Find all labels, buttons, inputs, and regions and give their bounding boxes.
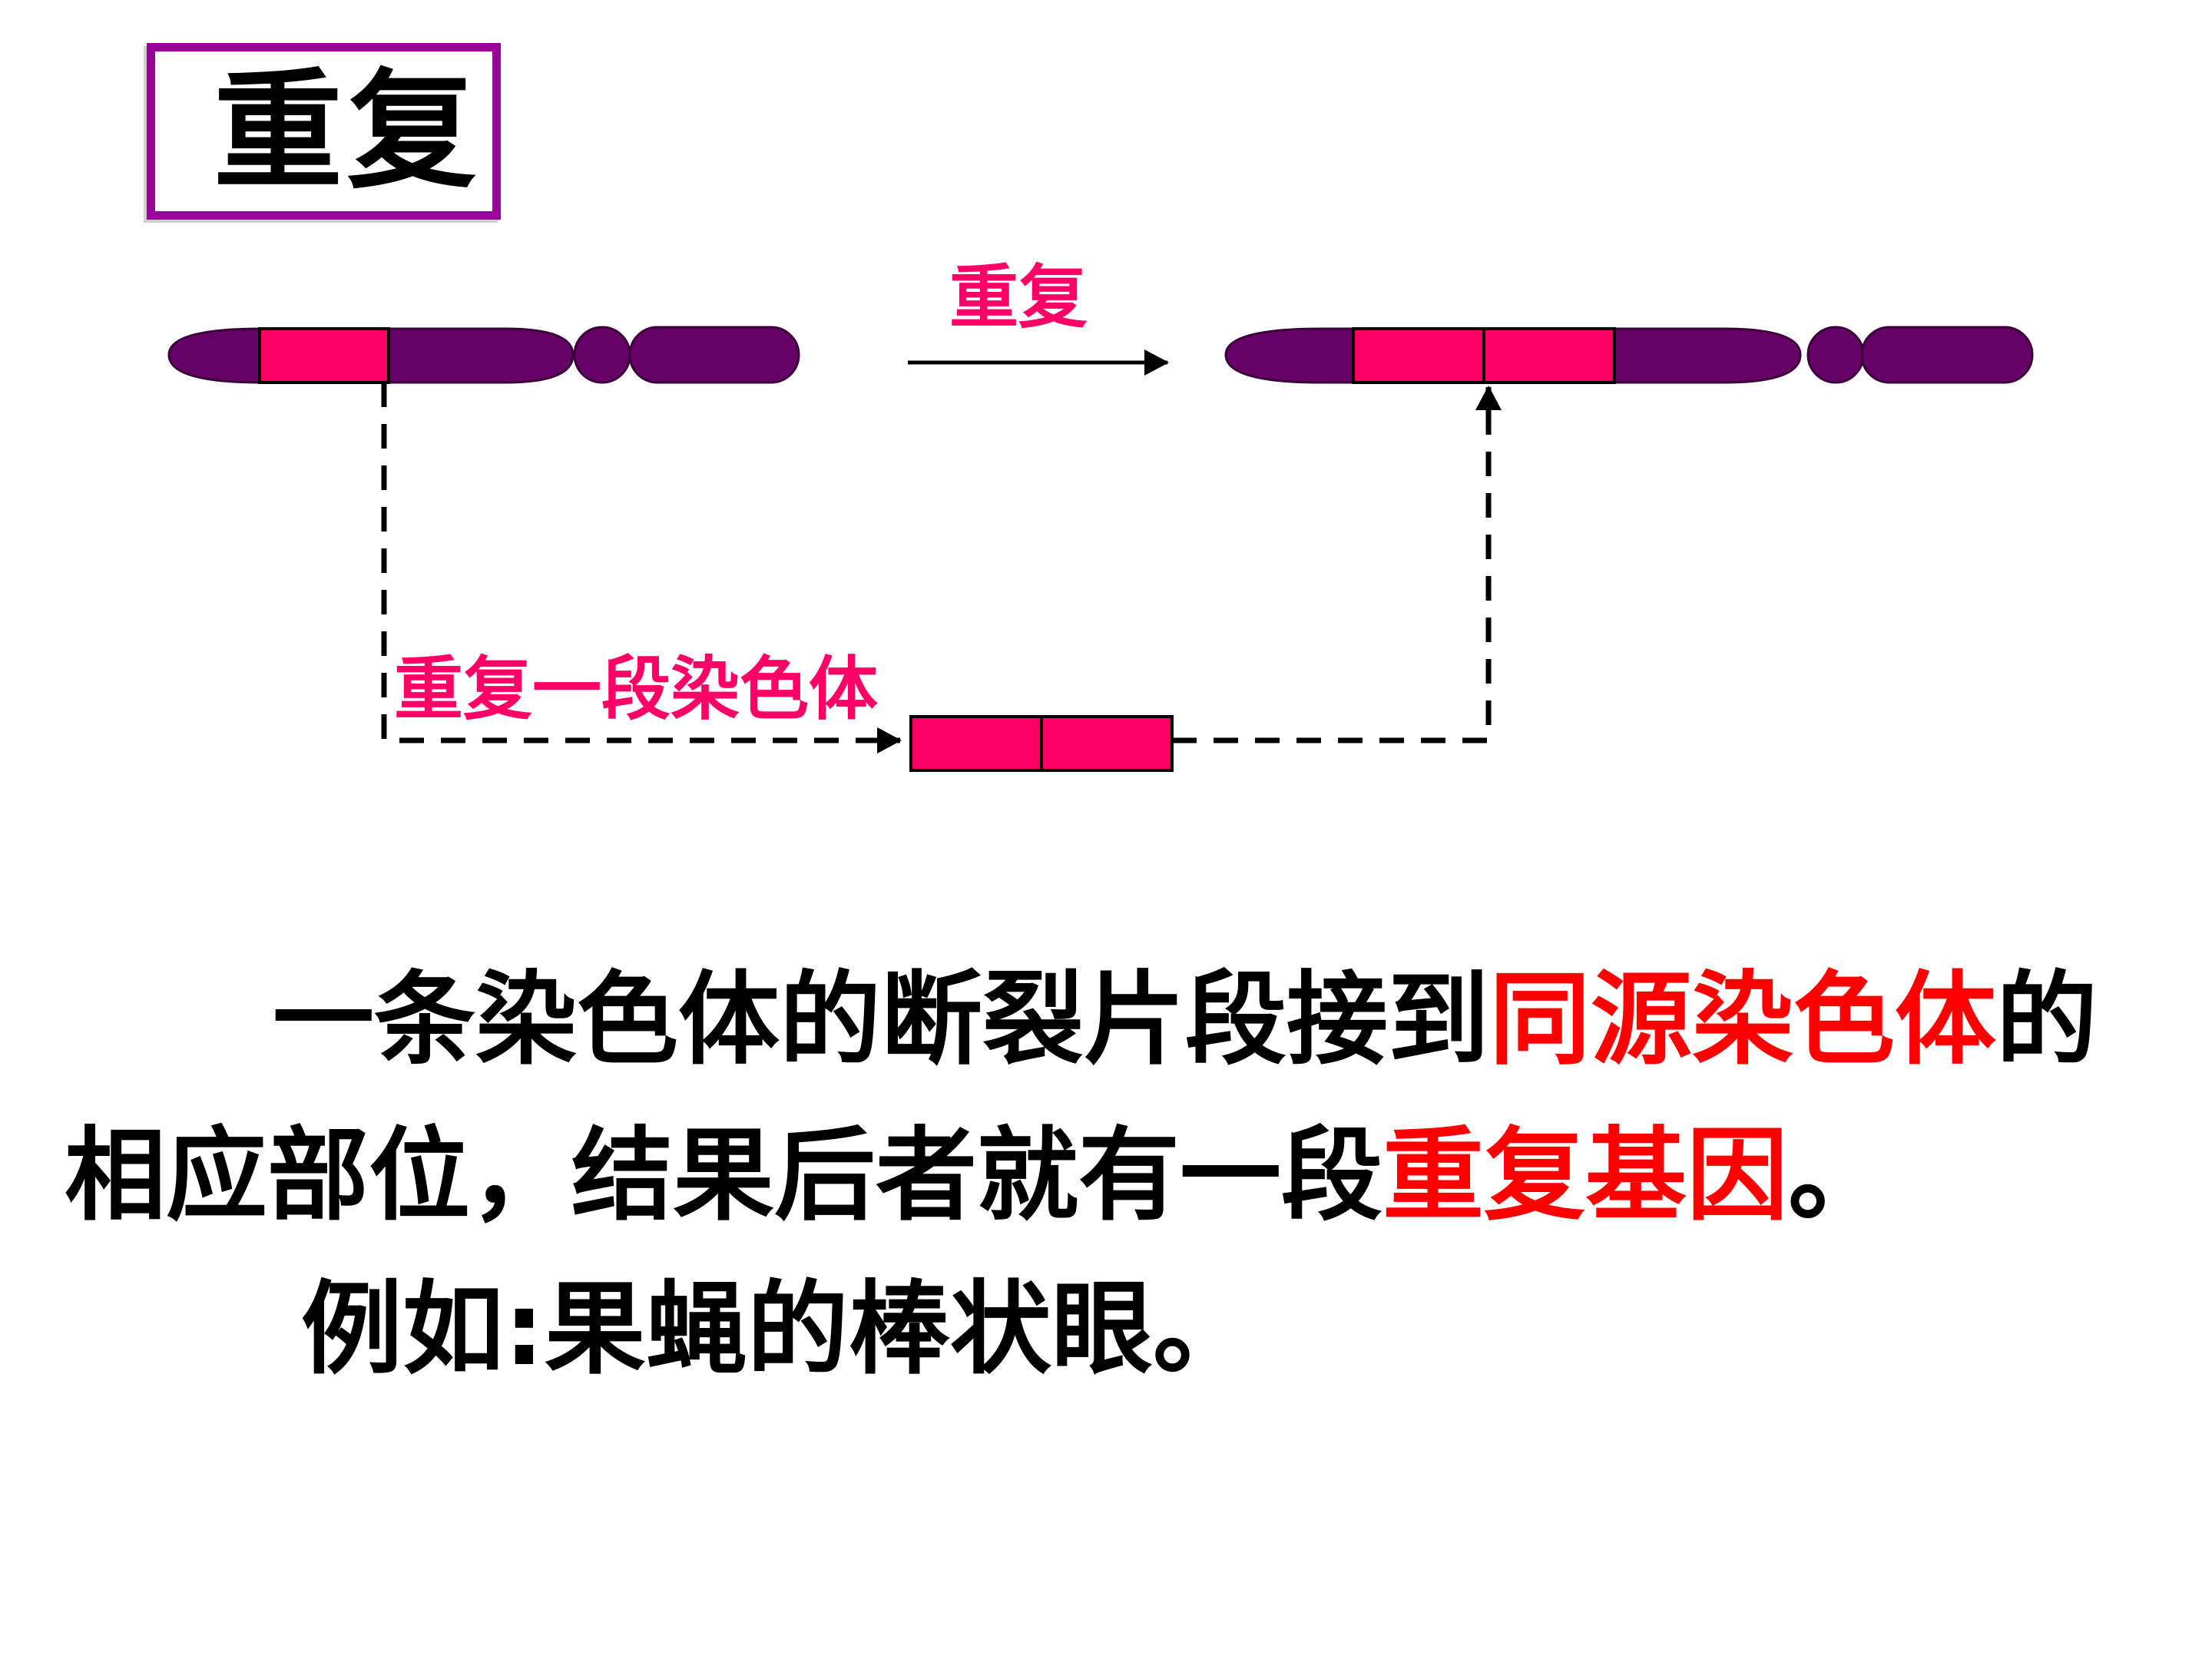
original-chromosome [167,326,800,384]
duplicated-segment-1 [1352,327,1485,384]
original-centromere [573,326,631,384]
line1-suffix: 的 [1996,961,2098,1079]
duplicated-chromosome-short-arm [1860,326,2034,384]
duplicated-chromosome [1224,326,2034,384]
fragment-label: 重复一段染色体 [394,649,878,730]
slide-title: 重复 [214,56,481,207]
duplicated-centromere [1806,326,1865,384]
fragment-segment-1 [909,715,1043,772]
original-segment [258,327,390,384]
dashed-path-to-insertion [1172,386,1502,743]
paragraph-line-3: 例如:果蝇的棒状眼。 [301,1270,1254,1389]
line2-highlight: 重复基因 [1382,1117,1788,1235]
duplicated-segment-2 [1482,327,1616,384]
paragraph-line-2: 相应部位，结果后者就有一段重复基因。 [65,1125,1889,1227]
title-box: 重复 [147,43,501,220]
fragment-segment-2 [1040,715,1174,772]
line1-highlight: 同源染色体 [1489,961,1996,1079]
original-chromosome-short-arm [628,326,800,384]
paragraph-line-1: 一条染色体的断裂片段接到同源染色体的 [273,969,2098,1071]
line2-suffix: 。 [1788,1117,1889,1235]
process-label: 重复 [949,257,1088,338]
line2-prefix: 相应部位，结果后者就有一段 [65,1117,1382,1235]
duplicated-fragment [909,715,1174,772]
line1-prefix: 一条染色体的断裂片段接到 [273,961,1489,1079]
